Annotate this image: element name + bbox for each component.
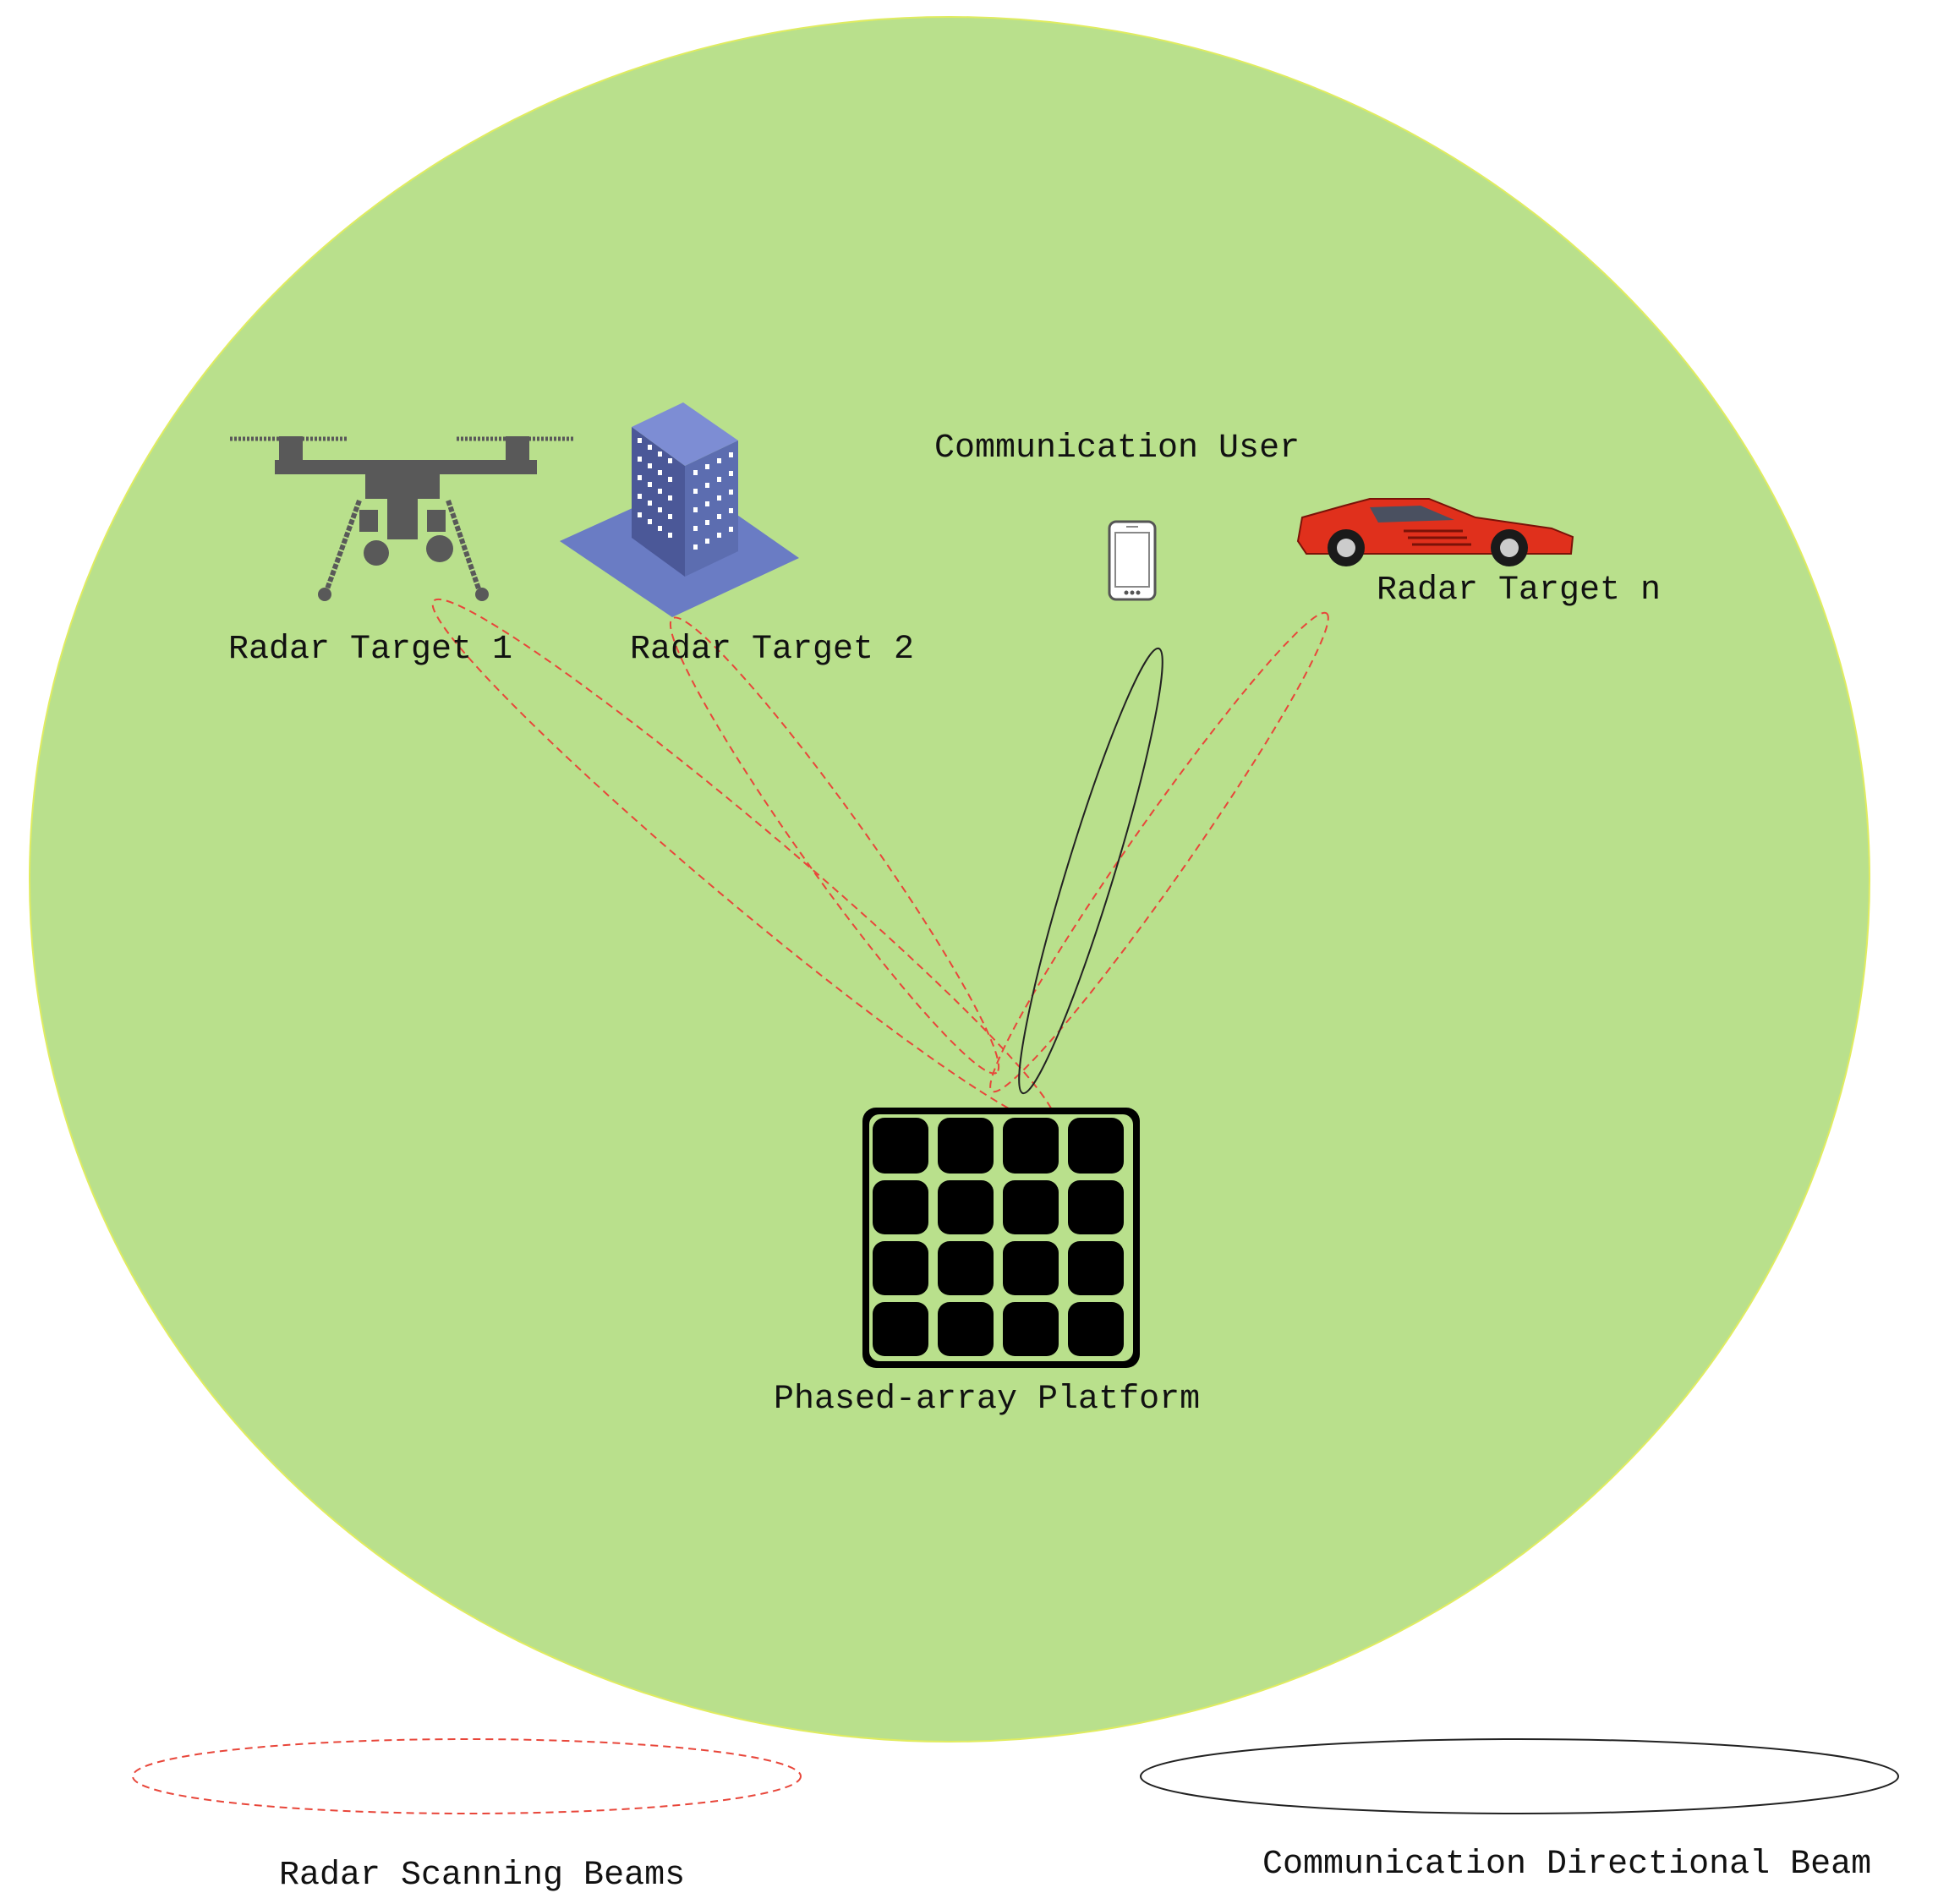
label-communication-user: Communication User xyxy=(934,429,1300,468)
legend-communication-beam-label: Communication Directional Beam xyxy=(1262,1846,1871,1884)
label-phased-array-platform: Phased-array Platform xyxy=(774,1381,1200,1419)
label-radar-target-1: Radar Target 1 xyxy=(228,631,512,669)
phased-array-icon xyxy=(862,1108,1140,1368)
legend: Radar Scanning Beams Communication Direc… xyxy=(132,1738,1899,1895)
building-icon xyxy=(560,402,799,617)
legend-communication-beam-swatch xyxy=(1140,1738,1899,1814)
radar-beam-target-n xyxy=(989,611,1329,1093)
drone-icon xyxy=(230,436,575,601)
communication-beam xyxy=(1018,647,1163,1095)
smartphone-icon xyxy=(1108,520,1157,601)
legend-radar-beam-swatch xyxy=(132,1738,802,1814)
label-radar-target-2: Radar Target 2 xyxy=(630,631,914,669)
array-elements xyxy=(873,1118,1124,1356)
radar-beam-target-2 xyxy=(669,616,1000,1075)
car-icon xyxy=(1296,498,1574,566)
coverage-area xyxy=(29,16,1870,1743)
label-radar-target-n: Radar Target n xyxy=(1377,572,1661,610)
legend-radar-beams-label: Radar Scanning Beams xyxy=(279,1857,685,1895)
